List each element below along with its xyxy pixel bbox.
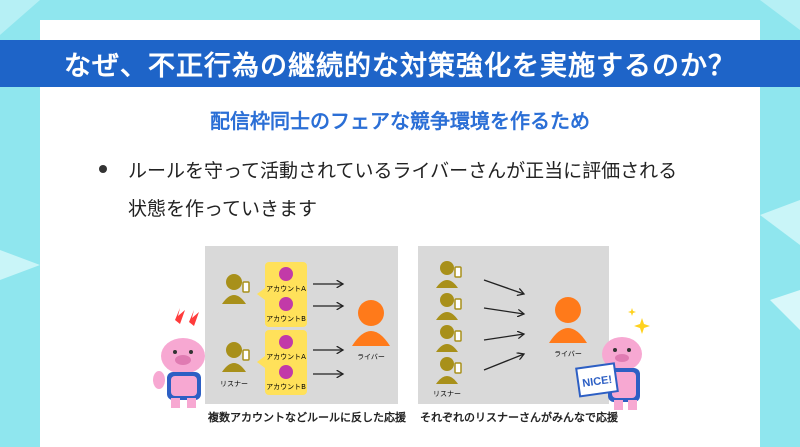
liver-label: ライバー: [554, 350, 582, 358]
liver-icon: [352, 300, 390, 346]
listener-icon: [222, 274, 250, 304]
phone-icon: [242, 281, 250, 293]
right-caption: それぞれのリスナーさんがみんなで応援: [420, 411, 618, 424]
pig-mascot-icon: [153, 308, 205, 408]
phone-icon: [454, 362, 462, 374]
sparkle-icon: [628, 308, 636, 316]
title-bar: なぜ、不正行為の継続的な対策強化を実施するのか？: [0, 40, 800, 87]
left-caption: 複数アカウントなどルールに反した応援: [208, 411, 406, 424]
lightning-icon: [175, 308, 185, 324]
account-box: [265, 330, 307, 395]
liver-icon: [549, 297, 587, 343]
lightning-icon: [189, 310, 199, 326]
account-face-icon: [279, 365, 293, 379]
phone-icon: [454, 298, 462, 310]
nice-sign-text: NICE!: [582, 374, 613, 390]
account-b-label: アカウントB: [266, 315, 306, 323]
listener-icon: [436, 325, 462, 352]
bullet-text: ルールを守って活動されているライバーさんが正当に評価される 状態を作っていきます: [128, 152, 748, 228]
subtitle: 配信枠同士のフェアな競争環境を作るため: [210, 109, 590, 133]
account-face-icon: [279, 335, 293, 349]
arrow-icon: [483, 334, 524, 341]
arrow-icon: [483, 354, 524, 371]
account-face-icon: [279, 297, 293, 311]
account-box: [265, 262, 307, 327]
nice-sign-icon: NICE!: [575, 362, 619, 398]
listener-icon: [436, 293, 462, 320]
listener-icon: [436, 357, 462, 384]
left-diagram-panel: アカウントA アカウントB アカウントA アカウントB ライバー リスナー: [205, 246, 398, 404]
bullet-line-1: ルールを守って活動されているライバーさんが正当に評価される: [128, 160, 678, 182]
listener-label: リスナー: [220, 380, 248, 388]
arrow-icon: [483, 307, 524, 314]
phone-icon: [242, 349, 250, 361]
phone-icon: [454, 266, 462, 278]
phone-icon: [454, 330, 462, 342]
bullet-icon: [99, 165, 107, 173]
listener-icon: [436, 261, 462, 288]
right-diagram: ライバー リスナー: [433, 261, 587, 398]
account-face-icon: [279, 267, 293, 281]
arrow-icon: [483, 279, 524, 294]
left-diagram: アカウントA アカウントB アカウントA アカウントB ライバー リスナー: [220, 262, 390, 395]
page-title: なぜ、不正行為の継続的な対策強化を実施するのか？: [64, 51, 736, 82]
sparkle-icon: [634, 318, 650, 334]
account-a-label: アカウントA: [266, 353, 306, 361]
account-b-label: アカウントB: [266, 383, 306, 391]
listener-icon: [222, 342, 250, 372]
listener-label: リスナー: [433, 390, 461, 398]
pig-mascot-icon: NICE!: [575, 308, 650, 410]
account-a-label: アカウントA: [266, 285, 306, 293]
liver-label: ライバー: [357, 353, 385, 361]
bullet-line-2: 状態を作っていきます: [128, 198, 318, 220]
